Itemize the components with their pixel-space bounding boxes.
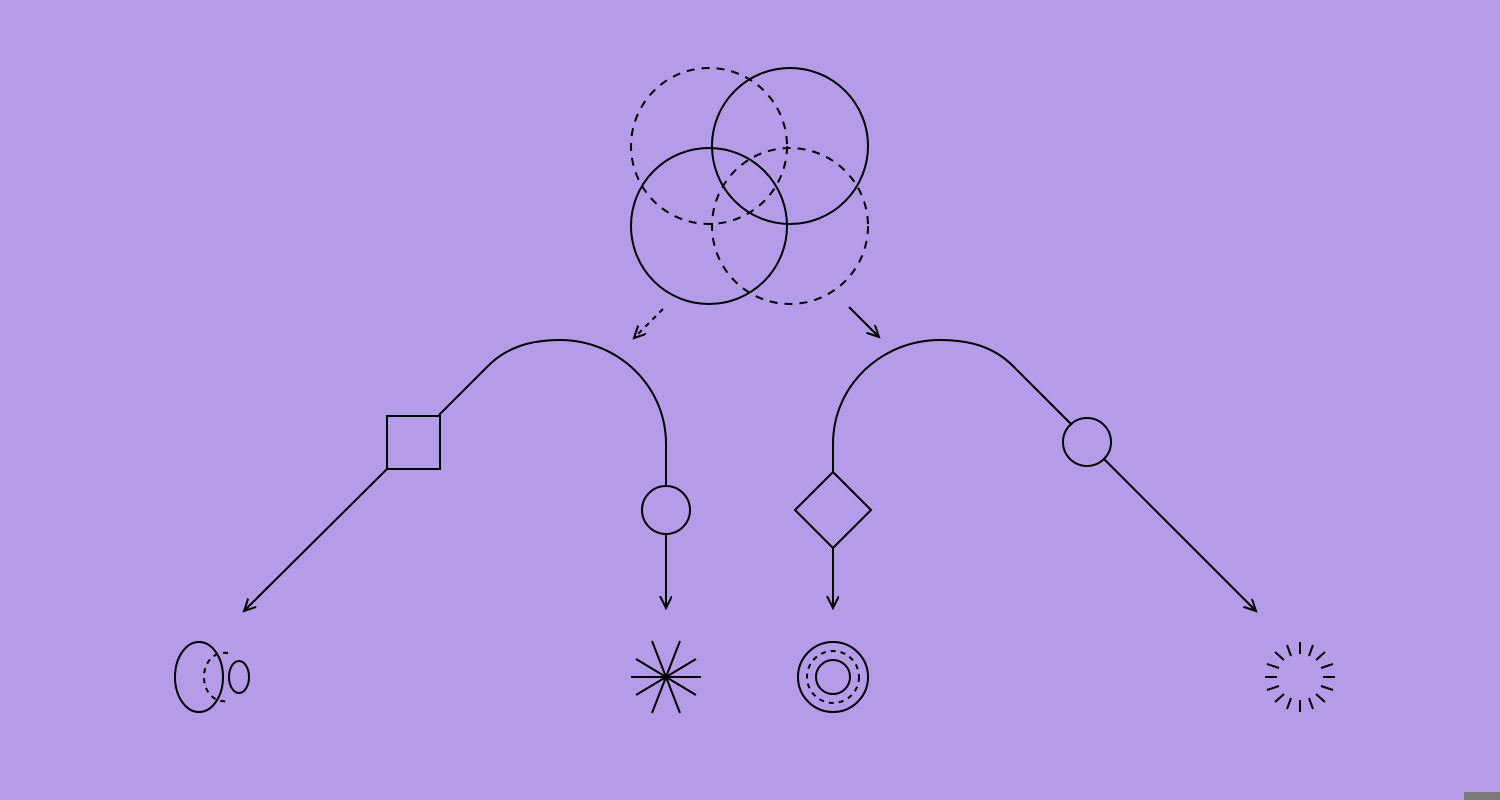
asterisk-icon bbox=[631, 640, 701, 714]
right-branch bbox=[793, 338, 1256, 611]
cluster-outgoing-arrows bbox=[634, 306, 879, 338]
top-left-dashed-circle bbox=[630, 67, 788, 225]
top-right-solid-circle bbox=[711, 67, 869, 225]
right-circle-node-arrow bbox=[1103, 458, 1256, 611]
left-branch-arc bbox=[438, 338, 667, 486]
right-circle-node bbox=[1062, 417, 1112, 467]
radial-dashes-icon bbox=[1265, 642, 1335, 712]
concentric-rings-icon bbox=[797, 641, 869, 713]
bottom-left-solid-circle bbox=[630, 147, 788, 305]
corner-marker bbox=[1464, 792, 1500, 800]
nested-ellipses-icon bbox=[174, 641, 250, 713]
diamond-node bbox=[793, 470, 873, 550]
square-node-arrow bbox=[244, 468, 388, 611]
left-circle-node bbox=[641, 485, 691, 535]
right-branch-arc bbox=[832, 338, 1073, 473]
bottom-right-dashed-circle bbox=[711, 147, 869, 305]
top-circle-cluster bbox=[630, 67, 869, 305]
left-branch bbox=[244, 338, 691, 611]
left-dashed-arrow bbox=[634, 308, 664, 338]
square-node bbox=[386, 415, 441, 470]
right-solid-arrow bbox=[848, 306, 879, 337]
